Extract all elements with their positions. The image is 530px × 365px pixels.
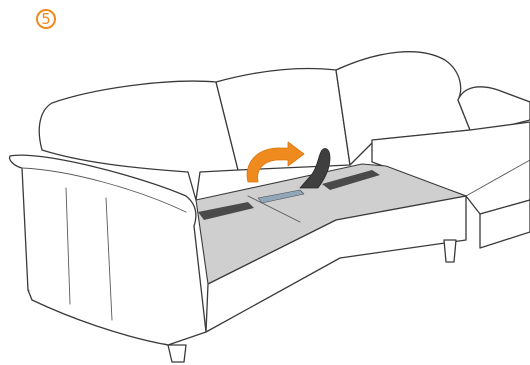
sofa-leg-right: [444, 240, 456, 262]
sofa-leg-front: [168, 345, 186, 362]
